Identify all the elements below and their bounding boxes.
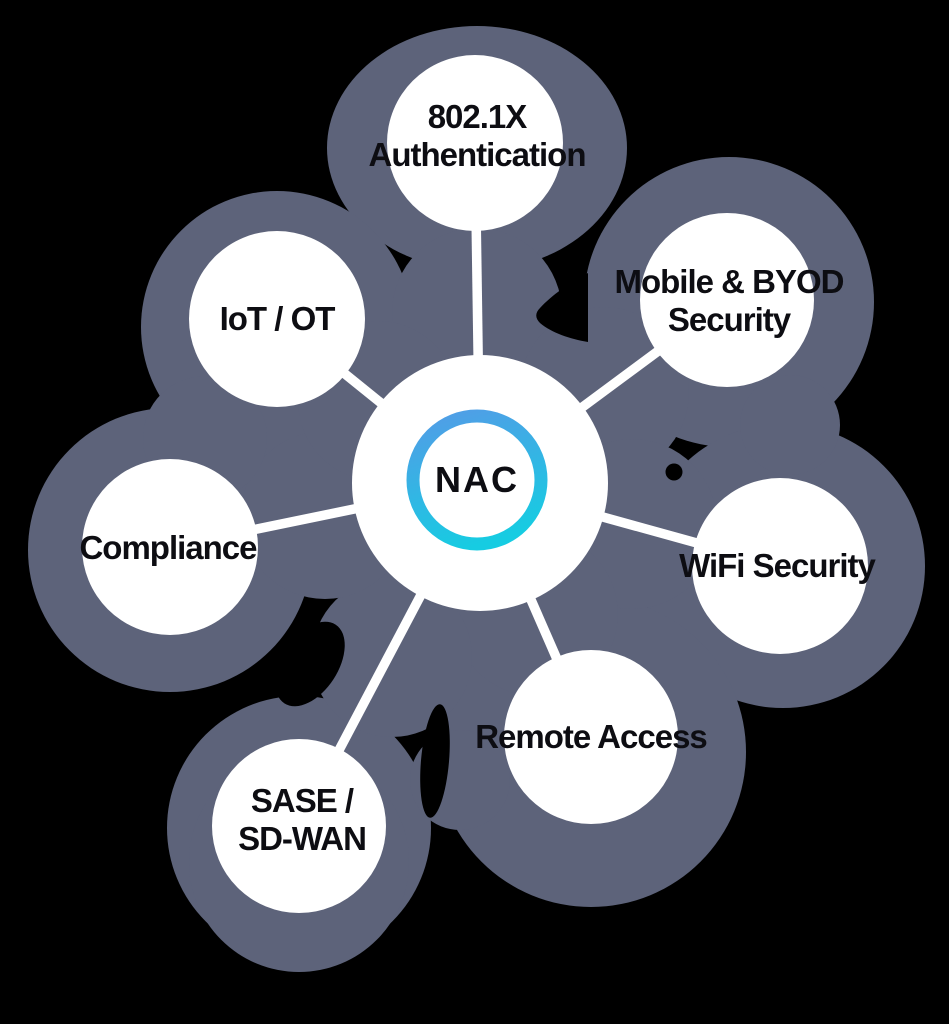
node-circles — [82, 55, 868, 913]
hub-circle-nac — [352, 355, 608, 611]
nac-gradient-ring — [406, 409, 548, 551]
node-label-iot: IoT / OT — [220, 300, 336, 337]
node-circle-remote — [504, 650, 678, 824]
blob-hole-dot — [665, 463, 683, 481]
blob-hole-comma — [420, 704, 450, 818]
blob-hole-triangle — [536, 273, 588, 342]
blob-holes — [275, 273, 683, 818]
labels: NAC 802.1X Authentication Mobile & BYOD … — [79, 98, 877, 857]
node-label-remote: Remote Access — [475, 718, 707, 755]
node-label-authentication-line1: 802.1X — [428, 98, 528, 135]
node-label-mobile-byod-line2: Security — [668, 301, 792, 338]
hub-label-nac: NAC — [435, 459, 519, 500]
node-circle-wifi — [692, 478, 868, 654]
node-circle-authentication — [387, 55, 563, 231]
node-circle-iot — [189, 231, 365, 407]
node-label-sase-line2: SD-WAN — [238, 820, 366, 857]
blob-bridge-right-edge — [740, 375, 840, 475]
node-label-compliance: Compliance — [79, 529, 257, 566]
node-label-authentication-line2: Authentication — [369, 136, 586, 173]
node-circle-sase — [212, 739, 386, 913]
node-label-sase-line1: SASE / — [251, 782, 354, 819]
node-circle-mobile-byod — [640, 213, 814, 387]
node-label-mobile-byod-line1: Mobile & BYOD — [614, 263, 843, 300]
node-circle-compliance — [82, 459, 258, 635]
blob-hole-bean — [275, 621, 345, 707]
node-label-wifi: WiFi Security — [679, 547, 876, 584]
